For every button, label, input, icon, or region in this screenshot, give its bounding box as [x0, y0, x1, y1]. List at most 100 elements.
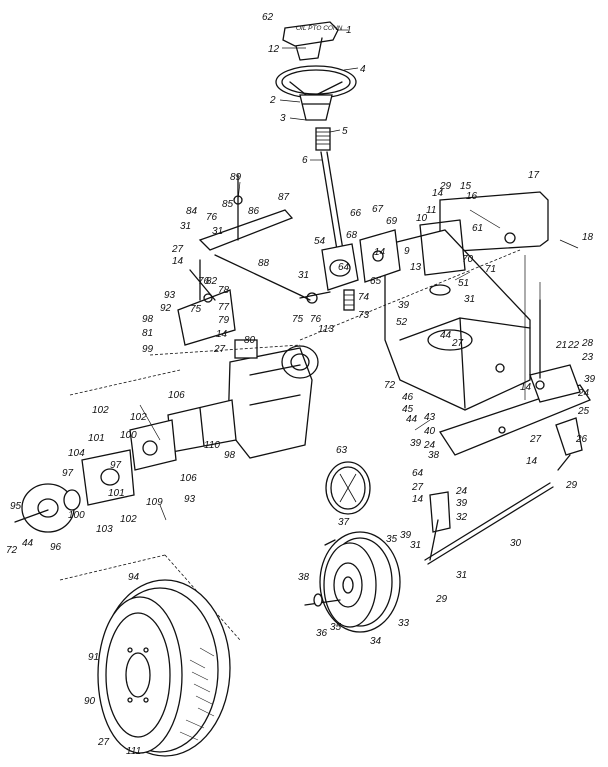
steering-wheel-assembly: OIL PTO CONN [275, 21, 359, 251]
part-label: 27 [97, 737, 110, 748]
part-label: 14 [172, 256, 184, 267]
hub-cap [325, 461, 371, 515]
part-label: 98 [224, 450, 236, 461]
part-label: 4 [360, 64, 366, 75]
part-label: 72 [384, 380, 396, 391]
part-label: 21 [555, 340, 567, 351]
part-label: 3 [280, 113, 286, 124]
part-label: 31 [410, 540, 421, 551]
part-label: 35 [386, 534, 398, 545]
part-label: 97 [62, 468, 74, 479]
part-label: 14 [520, 382, 532, 393]
part-label: 31 [298, 270, 309, 281]
part-label: 25 [577, 406, 590, 417]
part-label: 31 [456, 570, 467, 581]
part-label: 35 [330, 622, 342, 633]
part-label: 78 [218, 285, 230, 296]
part-label: 79 [218, 315, 230, 326]
part-label: 27 [451, 338, 464, 349]
part-label: 93 [184, 494, 196, 505]
part-label: 16 [466, 191, 478, 202]
part-label: 89 [230, 172, 242, 183]
part-label: 101 [88, 433, 105, 444]
part-labels: 1 2 3 4 5 6 12 62 17 18 29 15 16 14 11 1… [6, 12, 596, 757]
part-label: 104 [68, 448, 85, 459]
part-label: 43 [424, 412, 436, 423]
part-label: 27 [171, 244, 184, 255]
part-label: 70 [462, 254, 474, 265]
part-label: 51 [458, 278, 469, 289]
part-label: 39 [456, 498, 468, 509]
part-label: 39 [410, 438, 422, 449]
part-label: 14 [374, 247, 386, 258]
part-label: 97 [110, 460, 122, 471]
part-label: 99 [142, 344, 154, 355]
part-label: 110 [204, 440, 220, 451]
part-label: 66 [350, 208, 362, 219]
part-label: 38 [428, 450, 440, 461]
part-label: 38 [298, 572, 310, 583]
part-label: 106 [168, 390, 185, 401]
part-label: 87 [278, 192, 290, 203]
part-label: 23 [581, 352, 594, 363]
part-label: 68 [346, 230, 358, 241]
part-label: 93 [164, 290, 176, 301]
part-label: 31 [212, 226, 223, 237]
part-label: 100 [120, 430, 137, 441]
frame-assembly [359, 191, 549, 411]
part-label: 76 [198, 276, 210, 287]
part-label: 64 [338, 262, 350, 273]
part-label: 106 [180, 473, 197, 484]
part-label: 14 [412, 494, 424, 505]
part-label: 52 [396, 317, 408, 328]
part-label: 109 [146, 497, 163, 508]
part-label: 102 [120, 514, 137, 525]
part-label: 73 [358, 310, 370, 321]
part-label: 29 [439, 181, 452, 192]
rear-wheel [97, 579, 231, 757]
part-label: 22 [567, 340, 580, 351]
part-label: 18 [582, 232, 594, 243]
part-label: 82 [206, 276, 218, 287]
part-label: 11 [426, 205, 436, 216]
rear-hub-assembly [14, 483, 81, 533]
part-label: 92 [160, 303, 172, 314]
part-label: 17 [528, 170, 540, 181]
part-label: 91 [88, 652, 99, 663]
part-label: 6 [302, 155, 308, 166]
oil-pto-conn-text: OIL PTO CONN [296, 25, 343, 32]
part-label: 75 [190, 304, 202, 315]
part-label: 33 [398, 618, 410, 629]
part-label: 76 [206, 212, 218, 223]
transaxle [81, 339, 319, 506]
part-label: 28 [581, 338, 594, 349]
part-label: 27 [411, 482, 424, 493]
part-label: 102 [130, 412, 147, 423]
part-label: 72 [6, 545, 18, 556]
part-label: 76 [310, 314, 322, 325]
part-label: 61 [472, 223, 483, 234]
part-label: 69 [386, 216, 398, 227]
part-label: 24 [423, 440, 436, 451]
part-label: 39 [398, 300, 410, 311]
part-label: 77 [218, 302, 230, 313]
part-label: 81 [142, 328, 153, 339]
part-label: 44 [22, 538, 34, 549]
part-label: 27 [213, 344, 226, 355]
part-label: 103 [96, 524, 113, 535]
part-label: 24 [577, 388, 590, 399]
part-label: 71 [485, 264, 496, 275]
part-label: 54 [314, 236, 326, 247]
shift-linkage [177, 174, 311, 346]
part-label: 30 [510, 538, 522, 549]
part-label: 34 [370, 636, 382, 647]
part-label: 39 [400, 530, 412, 541]
part-label: 31 [464, 294, 475, 305]
part-label: 94 [128, 572, 140, 583]
part-label: 44 [406, 414, 418, 425]
part-label: 37 [338, 517, 350, 528]
part-label: 100 [68, 510, 85, 521]
part-label: 1 [346, 25, 352, 36]
part-label: 90 [84, 696, 96, 707]
